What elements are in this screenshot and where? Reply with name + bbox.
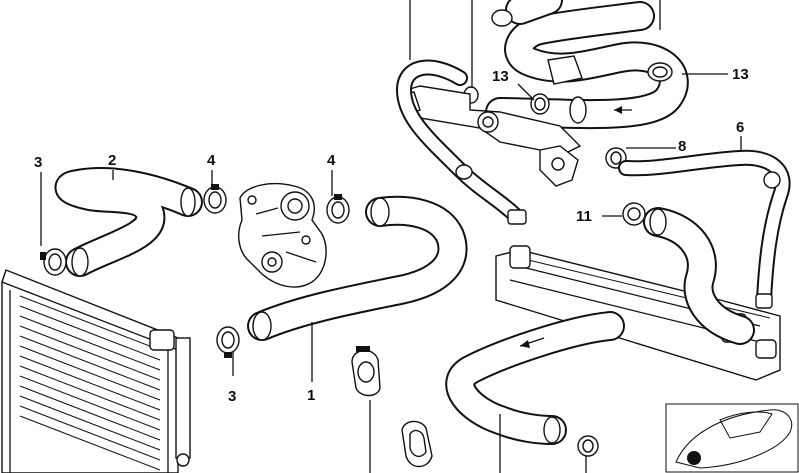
hose-clamp-top <box>491 9 513 27</box>
vehicle-location-thumbnail <box>665 403 799 473</box>
hose-lower-right <box>643 207 755 345</box>
hose-clamp-4-right <box>326 194 350 224</box>
callout-2: 2 <box>108 152 116 169</box>
hose-2 <box>54 167 203 277</box>
callout-6: 6 <box>736 119 744 136</box>
water-pump <box>238 182 327 288</box>
callout-4-left: 4 <box>207 152 216 169</box>
hose-clamp-4-left <box>203 184 227 214</box>
callout-13-left: 13 <box>492 68 509 85</box>
hose-6 <box>618 149 791 309</box>
callout-11: 11 <box>576 208 592 225</box>
hose-bracket-upper <box>351 346 381 397</box>
callout-13-right: 13 <box>732 66 749 83</box>
callout-3-lower: 3 <box>228 388 236 405</box>
hose-clamp-13-right <box>647 62 673 82</box>
hose-lower-middle <box>445 311 625 445</box>
leader-lines <box>40 0 742 473</box>
expansion-tank <box>495 245 781 381</box>
hose-clamp-bottom <box>577 435 599 457</box>
callout-1: 1 <box>307 387 315 404</box>
hose-clamp-11 <box>622 202 646 226</box>
radiator <box>1 269 191 473</box>
callout-4-right: 4 <box>327 152 336 169</box>
callout-labels: 3 2 4 4 3 1 13 13 6 8 11 <box>34 66 749 405</box>
upper-hose-assembly <box>485 0 689 130</box>
hose-bracket-lower <box>401 420 433 468</box>
hose-clamp-13-left <box>530 93 550 115</box>
hose-clamp-3-upper <box>40 248 67 276</box>
hose-clamp-3-lower <box>216 326 240 358</box>
hose-1 <box>247 195 468 341</box>
callout-8: 8 <box>678 138 686 155</box>
callout-3-upper: 3 <box>34 154 42 171</box>
small-hose-left <box>396 59 527 225</box>
